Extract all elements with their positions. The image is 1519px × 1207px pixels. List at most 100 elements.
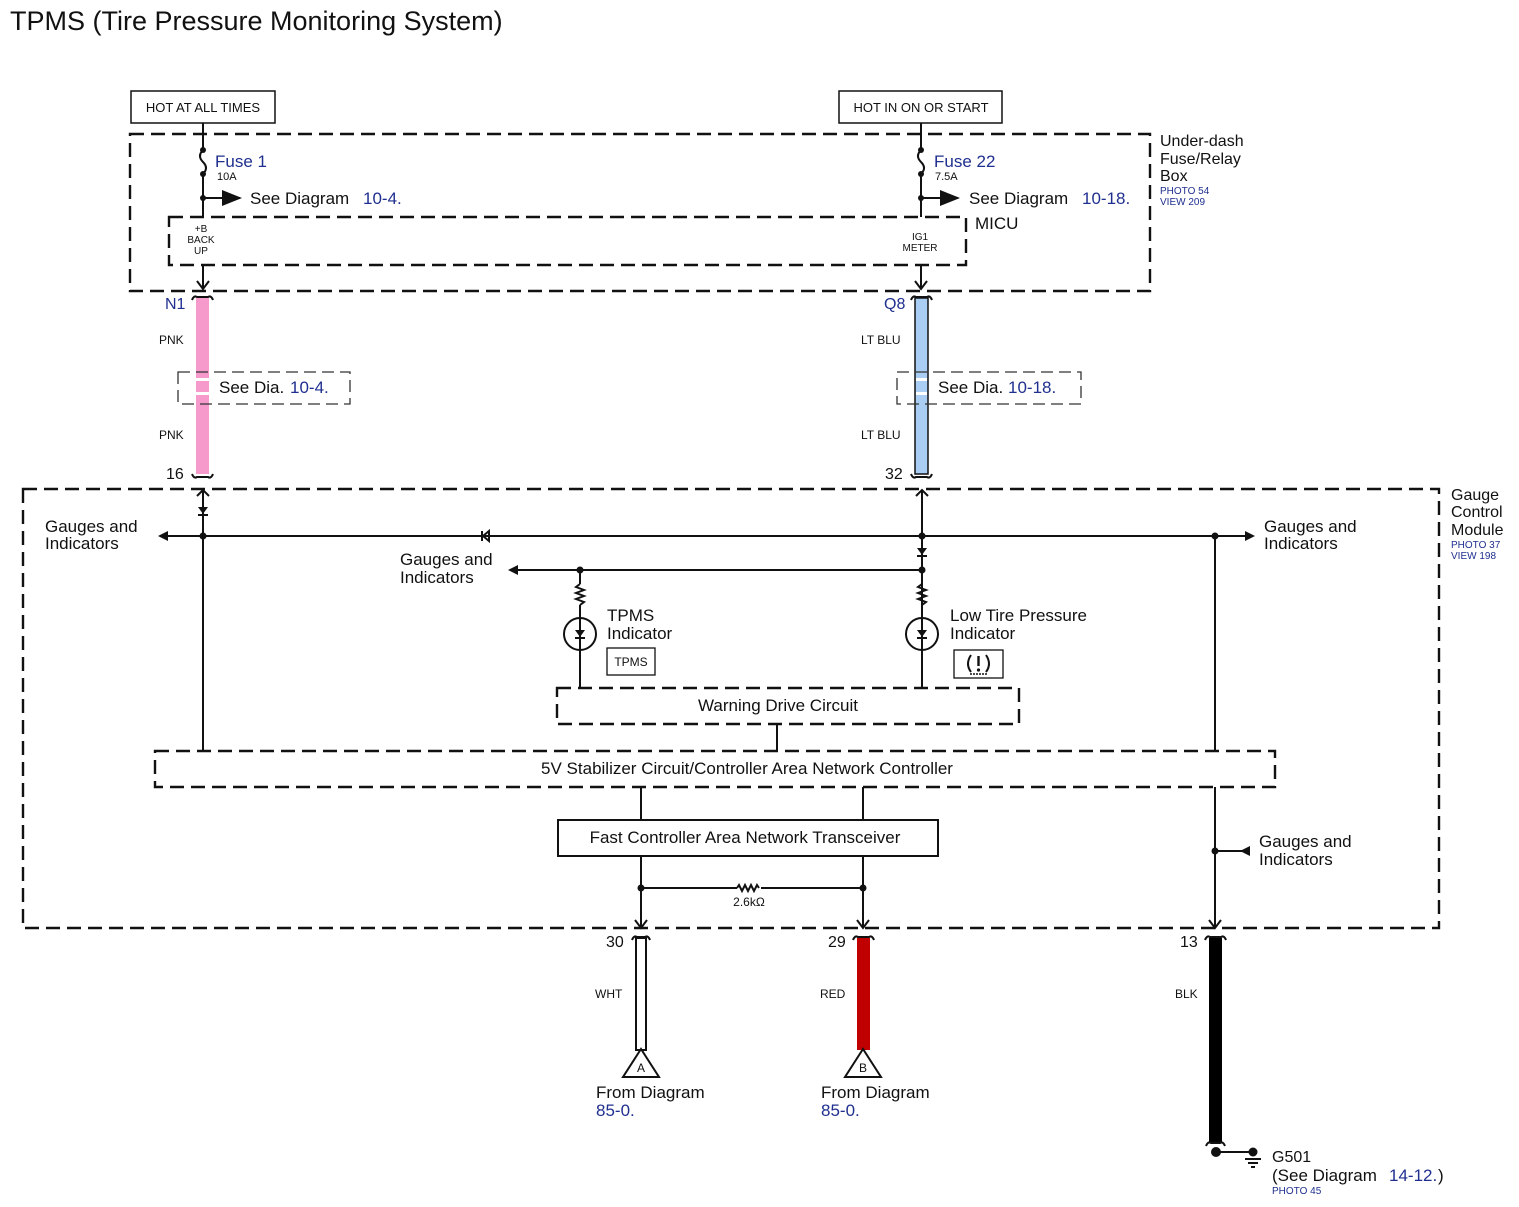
module-photo-ref[interactable]: PHOTO 37 [1451,540,1501,551]
see-dia-text: See Dia. [219,378,284,397]
connector-pin-icon [910,295,933,301]
pin-30: 30 [606,934,624,951]
see-diagram-text: See Diagram [969,189,1068,208]
fuse-22-name: Fuse 22 [934,152,995,171]
wire-color-label: RED [820,987,846,1001]
pin-n1: N1 [165,296,186,313]
page-title: TPMS (Tire Pressure Monitoring System) [10,6,503,36]
tpms-indicator-bulb [563,570,597,688]
pin-16: 16 [166,466,184,483]
wire-red: B [843,935,883,1078]
connector-pin-icon [1204,935,1227,941]
diode-icon [481,528,490,544]
fuse-relay-box [128,132,1152,293]
connector-letter: A [637,1061,645,1075]
power-source-label: HOT AT ALL TIMES [146,100,260,115]
ground-see-link-14-12[interactable]: 14-12. [1389,1166,1437,1185]
wire-wht: A [621,935,661,1078]
connector-pin-icon [852,935,875,941]
led-icon [905,617,939,651]
gauges-indicators-label: Gauges and [45,517,138,536]
warning-drive-circuit-label: Warning Drive Circuit [698,696,858,715]
resistor-icon [736,882,760,894]
arrow-left-icon [158,531,168,541]
module-name: Gauge [1451,487,1499,504]
wire-color-label: WHT [595,987,623,1001]
module-name: Control [1451,504,1503,521]
fuse-1-rating: 10A [217,171,237,183]
from-diagram-text: From Diagram [596,1083,705,1102]
stabilizer-circuit-box [153,749,1277,789]
power-source-hot-at-all-times: HOT AT ALL TIMES [130,90,276,124]
fuse-box-name: Under-dash [1160,133,1244,150]
can-transceiver-label: Fast Controller Area Network Transceiver [590,828,901,847]
wire-color-label: LT BLU [861,333,901,347]
connector-triangle-a [621,1047,661,1078]
gauges-indicators-label: Gauges and [400,550,493,569]
connector-pin-icon [631,935,651,941]
low-tire-indicator-label: Indicator [950,624,1016,643]
fuse-1-circuit [196,123,242,291]
tpms-badge-text: TPMS [614,655,647,669]
ground-see-close: ) [1438,1166,1444,1185]
see-dia-box [177,371,351,405]
module-view-ref[interactable]: VIEW 198 [1451,551,1496,562]
see-dia-link-10-18[interactable]: 10-18. [1008,378,1056,397]
arrow-right-icon [1245,531,1255,541]
fuse-box-name: Box [1160,168,1188,185]
warning-drive-circuit-box [555,686,1021,726]
led-icon [563,617,597,651]
ground-photo-ref[interactable]: PHOTO 45 [1272,1186,1322,1197]
arrow-down-icon [914,280,928,291]
low-tire-indicator-label: Low Tire Pressure [950,606,1087,625]
gauges-indicators-label: Indicators [1264,534,1338,553]
tire-pressure-warning-icon [953,649,1004,679]
wire-lt-blu [910,295,933,479]
power-source-label: HOT IN ON OR START [853,100,988,115]
gauges-indicators-label: Gauges and [1259,832,1352,851]
gauges-indicators-label: Indicators [45,534,119,553]
wire-color-label: BLK [1175,987,1198,1001]
fuse-icon [199,149,207,175]
fuse-box-view-ref[interactable]: VIEW 209 [1160,197,1205,208]
pin-q8: Q8 [884,296,905,313]
arrow-down-icon [634,919,648,930]
terminal-label: BACK [187,235,215,246]
see-dia-text: See Dia. [938,378,1003,397]
connector-pin-icon [910,473,933,479]
tpms-indicator-label: Indicator [607,624,673,643]
see-diagram-text: See Diagram [250,189,349,208]
terminal-label: +B [195,224,208,235]
fuse-icon [917,149,925,175]
tpms-indicator-label: TPMS [607,606,654,625]
see-dia-link-10-4[interactable]: 10-4. [290,378,329,397]
connector-triangle-b [843,1047,883,1078]
gauges-indicators-label: Indicators [400,568,474,587]
connector-letter: B [859,1061,867,1075]
power-source-hot-in-on-or-start: HOT IN ON OR START [838,90,1003,124]
fuse-1-name: Fuse 1 [215,152,267,171]
stabilizer-circuit-label: 5V Stabilizer Circuit/Controller Area Ne… [541,759,953,778]
pin-29: 29 [828,934,846,951]
from-diagram-link-85-0[interactable]: 85-0. [821,1101,860,1120]
pin-32: 32 [885,466,903,483]
terminal-label: UP [194,246,208,257]
arrow-down-icon [196,280,210,291]
connector-pin-icon [191,295,214,301]
terminal-label: METER [903,243,938,254]
see-diagram-link-10-18[interactable]: 10-18. [1082,189,1130,208]
ground-see-text: (See Diagram [1272,1166,1377,1185]
wire-blk [1204,935,1261,1168]
from-diagram-link-85-0[interactable]: 85-0. [596,1101,635,1120]
wire-pnk [191,295,214,479]
ground-name: G501 [1272,1149,1311,1166]
fuse-box-photo-ref[interactable]: PHOTO 54 [1160,186,1210,197]
ground-icon [1245,1147,1261,1168]
see-diagram-link-10-4[interactable]: 10-4. [363,189,402,208]
micu-label: MICU [975,214,1018,233]
resistor-icon [915,583,929,606]
resistor-value: 2.6kΩ [733,895,765,909]
wire-color-label: LT BLU [861,428,901,442]
module-name: Module [1451,522,1504,539]
